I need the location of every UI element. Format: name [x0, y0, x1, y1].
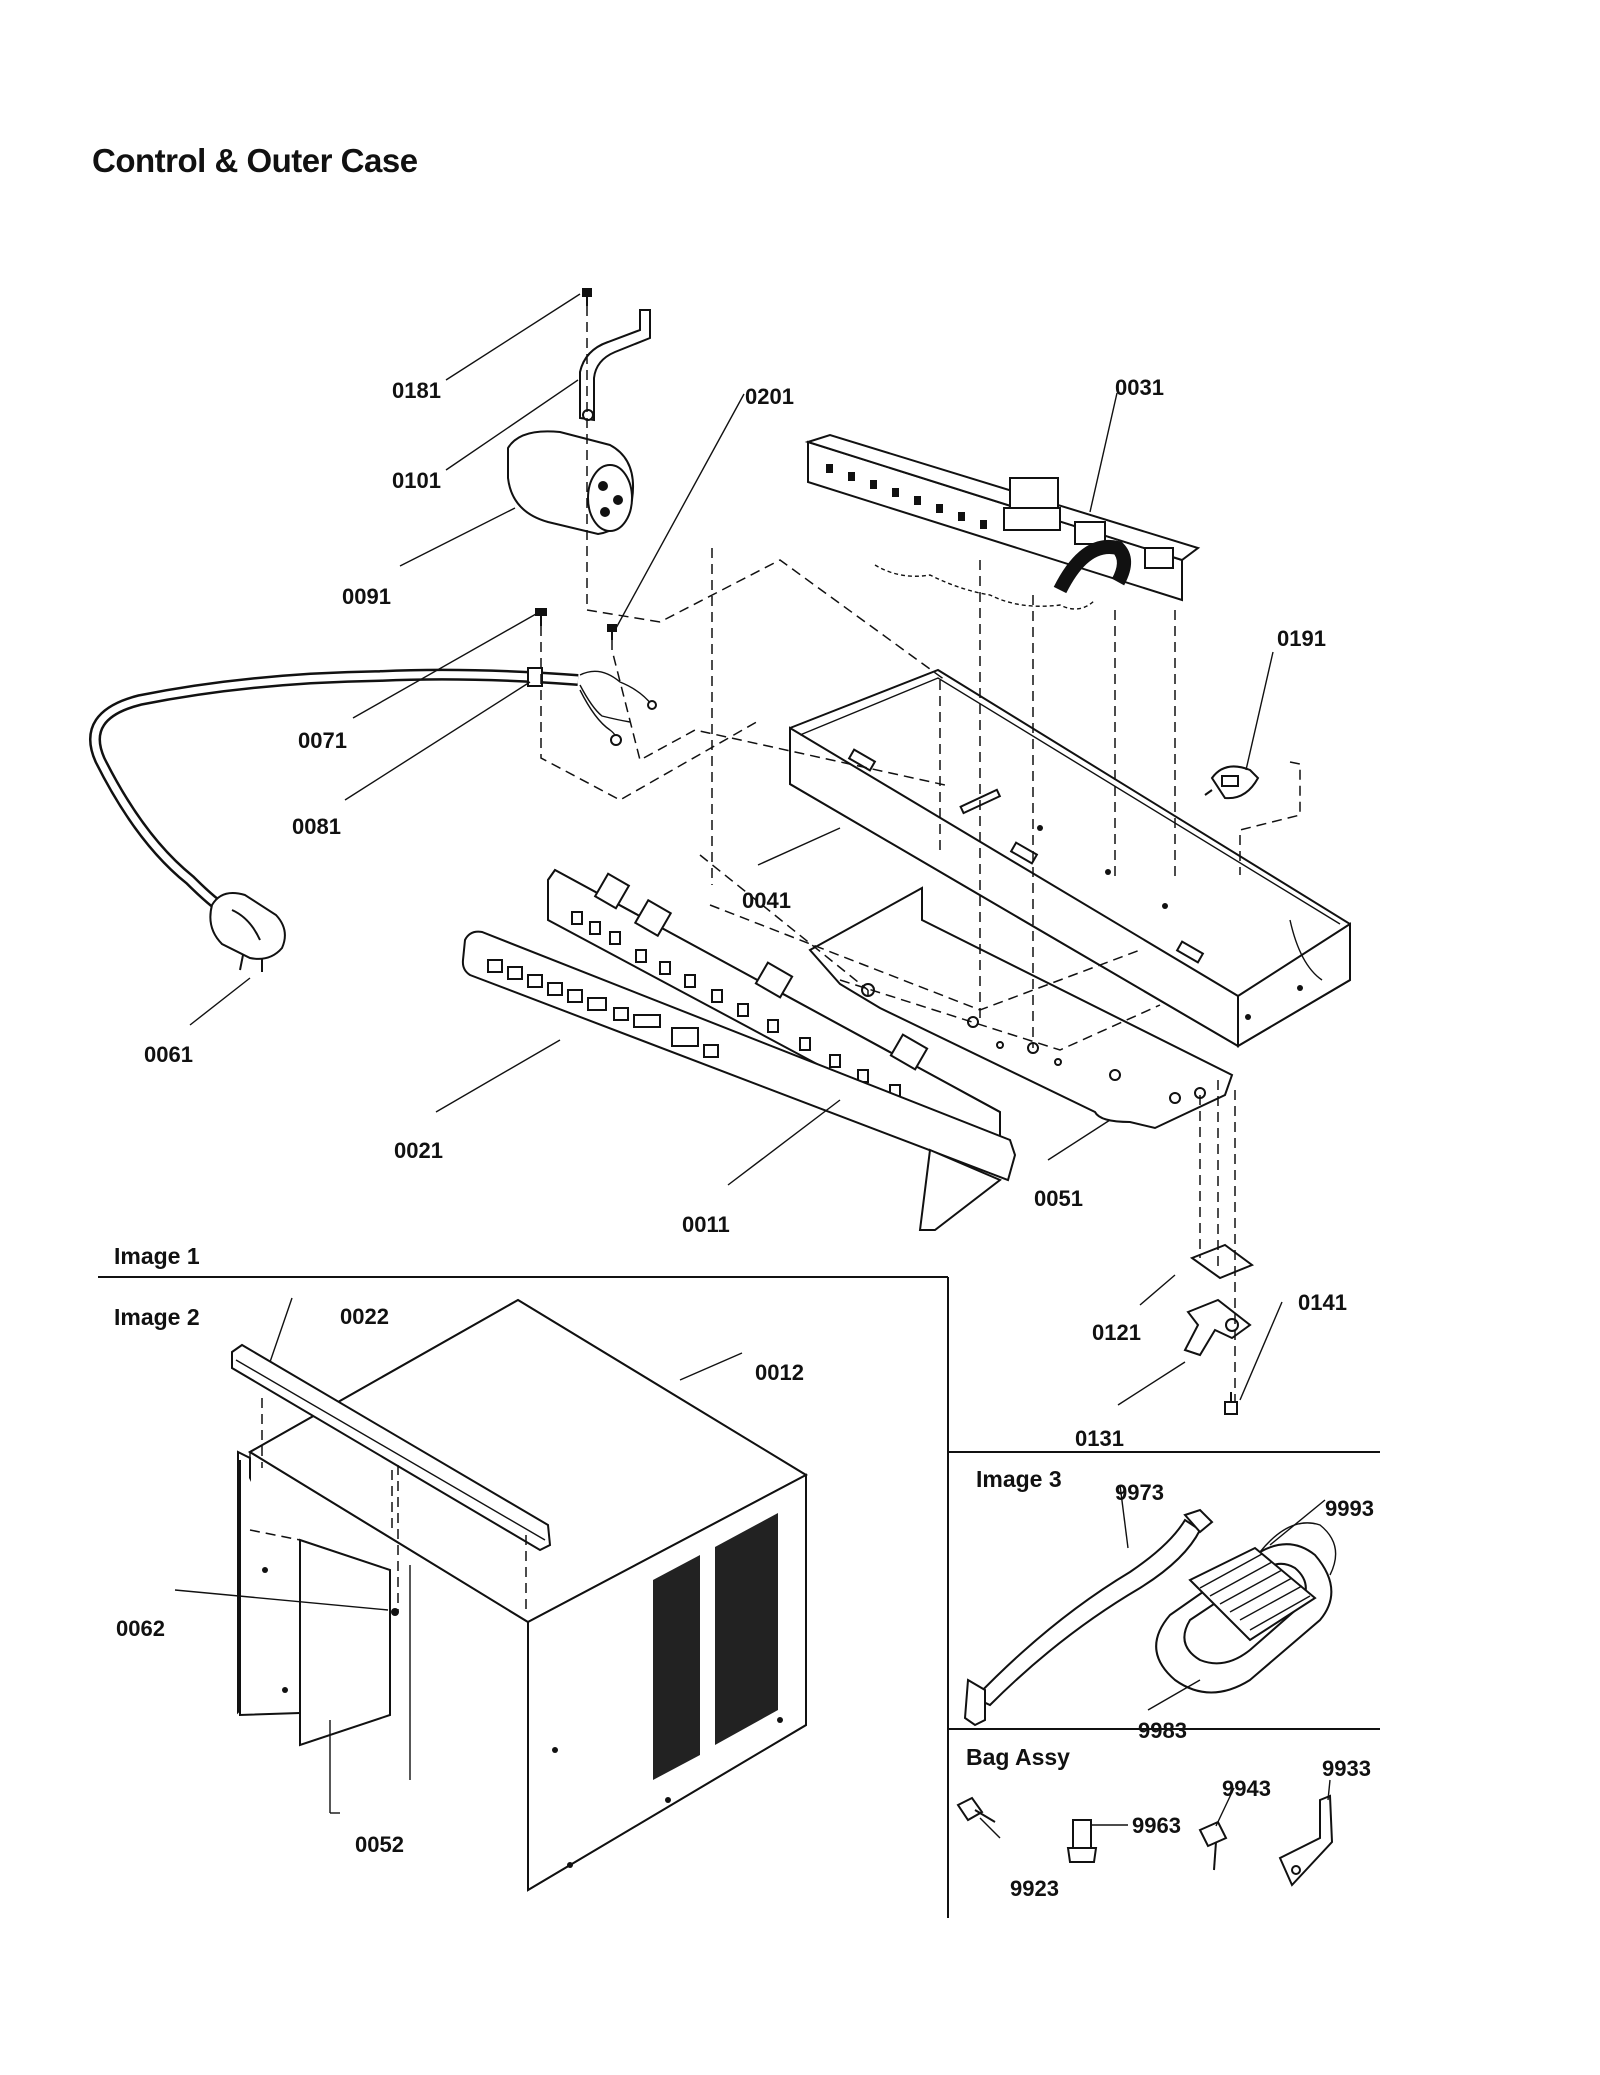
- bracket-0131: [1183, 1298, 1252, 1357]
- top-rail: [231, 1343, 552, 1552]
- screw-9923: [956, 1796, 996, 1823]
- label-9973: 9973: [1115, 1480, 1164, 1505]
- strap-9973: [963, 1508, 1214, 1727]
- label-0131: 0131: [1075, 1426, 1124, 1451]
- label-9943: 9943: [1222, 1776, 1271, 1801]
- bracket-0121: [1189, 1243, 1255, 1280]
- label-0061: 0061: [144, 1042, 193, 1067]
- label-9933: 9933: [1322, 1756, 1371, 1781]
- front-trim: [461, 930, 1017, 1231]
- label-0091: 0091: [342, 584, 391, 609]
- assembly-lines: [540, 306, 1301, 1402]
- label-0141: 0141: [1298, 1290, 1347, 1315]
- section-image1: Image 1: [114, 1243, 200, 1269]
- label-9963: 9963: [1132, 1813, 1181, 1838]
- section-bag-assy: Bag Assy: [966, 1744, 1070, 1770]
- label-9993: 9993: [1325, 1496, 1374, 1521]
- base-plate: [808, 886, 1234, 1130]
- label-0021: 0021: [394, 1138, 443, 1163]
- label-0201: 0201: [745, 384, 794, 409]
- label-0041: 0041: [742, 888, 791, 913]
- cord-clamp: [527, 667, 543, 687]
- label-0191: 0191: [1277, 626, 1326, 651]
- label-9983: 9983: [1138, 1718, 1187, 1743]
- screw-0181: [582, 288, 592, 306]
- label-0051: 0051: [1034, 1186, 1083, 1211]
- label-0011: 0011: [682, 1212, 730, 1237]
- section-image2: Image 2: [114, 1304, 200, 1330]
- outer-case: [237, 1298, 809, 1892]
- section-image3: Image 3: [976, 1466, 1062, 1492]
- label-0031: 0031: [1115, 375, 1164, 400]
- bracket-9933: [1278, 1794, 1334, 1887]
- section-frame: [98, 1276, 1380, 1918]
- plug: [209, 892, 286, 972]
- label-0052: 0052: [355, 1832, 404, 1857]
- screw-0201: [607, 624, 617, 640]
- label-9923: 9923: [1010, 1876, 1059, 1901]
- leader-lines: [174, 293, 1331, 1839]
- label-0101: 0101: [392, 468, 441, 493]
- screw-0141: [1224, 1392, 1238, 1415]
- image2-dashed: [249, 1398, 527, 1612]
- screw-9943: [1198, 1820, 1228, 1871]
- label-0181: 0181: [392, 378, 441, 403]
- page-title: Control & Outer Case: [92, 142, 418, 179]
- capacitor-strap: [579, 309, 651, 422]
- cord-wrap-9993: [1188, 1546, 1317, 1642]
- label-0081: 0081: [292, 814, 341, 839]
- control-board: [804, 433, 1201, 610]
- label-0062: 0062: [116, 1616, 165, 1641]
- bolt-9963: [1066, 1819, 1098, 1863]
- label-0022: 0022: [340, 1304, 389, 1329]
- screw-0071: [535, 608, 547, 626]
- capacitor: [507, 430, 634, 536]
- label-0071: 0071: [298, 728, 347, 753]
- component-0191: [1204, 765, 1260, 800]
- label-0012: 0012: [755, 1360, 804, 1385]
- label-0121: 0121: [1092, 1320, 1141, 1345]
